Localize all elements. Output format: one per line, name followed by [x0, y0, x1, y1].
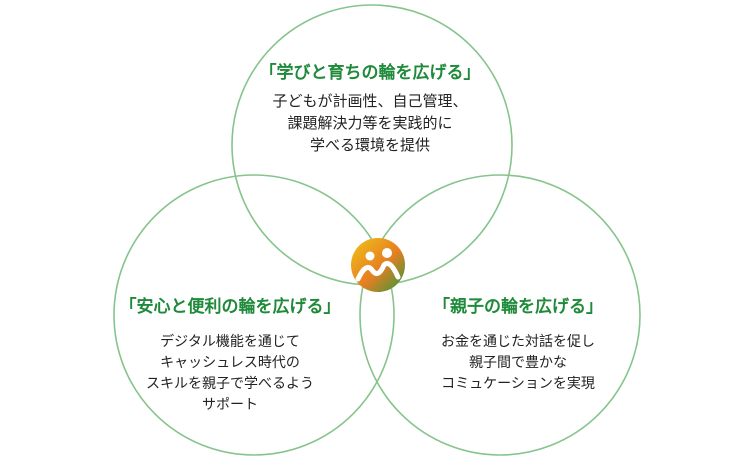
- circle-top-line: 課題解決力等を実践的に: [287, 114, 453, 132]
- circle-left-line: スキルを親子で学べるよう: [146, 376, 314, 392]
- circle-left-line: デジタル機能を通じて: [160, 334, 300, 350]
- circle-left-text: 「安心と便利の輪を広げる」 デジタル機能を通じて キャッシュレス時代の スキルを…: [110, 296, 350, 416]
- circle-top-line: 子どもが計画性、自己管理、: [272, 92, 468, 110]
- circle-right: [359, 174, 641, 456]
- circle-right-text: 「親子の輪を広げる」 お金を通じた対話を促し 親子間で豊かな コミュケーションを…: [388, 296, 648, 395]
- family-figures-icon: [351, 238, 405, 292]
- circle-left: [113, 174, 395, 456]
- circle-left-line: サポート: [202, 397, 258, 413]
- circle-right-line: お金を通じた対話を促し: [441, 334, 595, 350]
- circle-top-text: 「学びと育ちの輪を広げる」 子どもが計画性、自己管理、 課題解決力等を実践的に …: [220, 62, 520, 156]
- circle-right-line: 親子間で豊かな: [469, 355, 567, 371]
- circle-top-heading: 「学びと育ちの輪を広げる」: [259, 63, 481, 83]
- circle-left-line: キャッシュレス時代の: [160, 355, 300, 371]
- circle-top-line: 学べる環境を提供: [309, 136, 430, 154]
- circle-right-heading: 「親子の輪を広げる」: [433, 297, 603, 317]
- circle-left-heading: 「安心と便利の輪を広げる」: [119, 297, 341, 317]
- circle-right-line: コミュケーションを実現: [441, 376, 595, 392]
